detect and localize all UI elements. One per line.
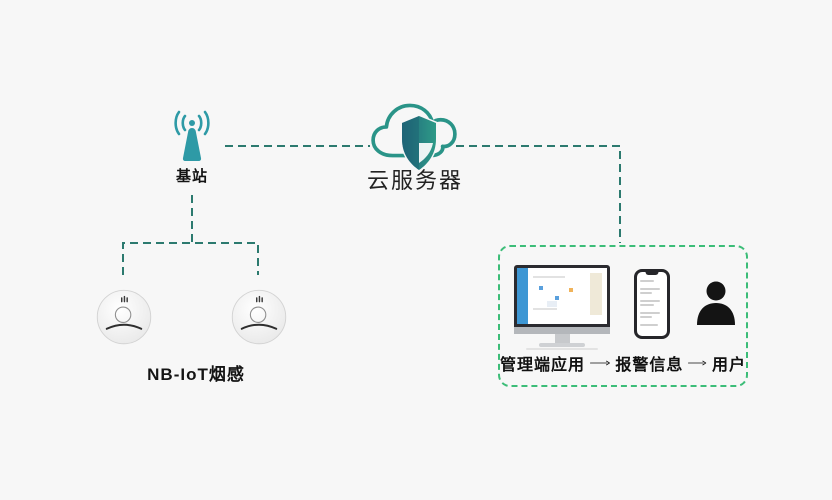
- desktop-monitor-icon: [514, 265, 610, 350]
- management-panel: 管理端应用 报警信息 用户: [498, 245, 748, 387]
- monitor-sidebar: [517, 268, 528, 324]
- smoke-detector-icon: [96, 289, 152, 345]
- flow-row: 管理端应用 报警信息 用户: [500, 351, 746, 375]
- smartphone-icon: [634, 269, 670, 339]
- monitor-screen: [514, 265, 610, 327]
- arrow-right-icon: [688, 360, 707, 366]
- flow-step-alarm-info: 报警信息: [615, 357, 684, 374]
- smoke-detector-icon: [231, 289, 287, 345]
- arrow-right-icon: [590, 360, 610, 366]
- shield-icon: [400, 114, 438, 172]
- flow-step-user: 用户: [711, 357, 746, 374]
- flow-step-management-app: 管理端应用: [500, 357, 586, 374]
- base-station-label: 基站: [175, 168, 208, 185]
- person-icon: [697, 281, 735, 325]
- edge-base-to-detectors: [122, 195, 259, 275]
- cloud-server-label: 云服务器: [366, 169, 463, 194]
- smoke-detector-label: NB-IoT烟感: [147, 365, 245, 384]
- antenna-icon: [174, 110, 210, 161]
- edge-cloud-to-panel: [456, 145, 621, 243]
